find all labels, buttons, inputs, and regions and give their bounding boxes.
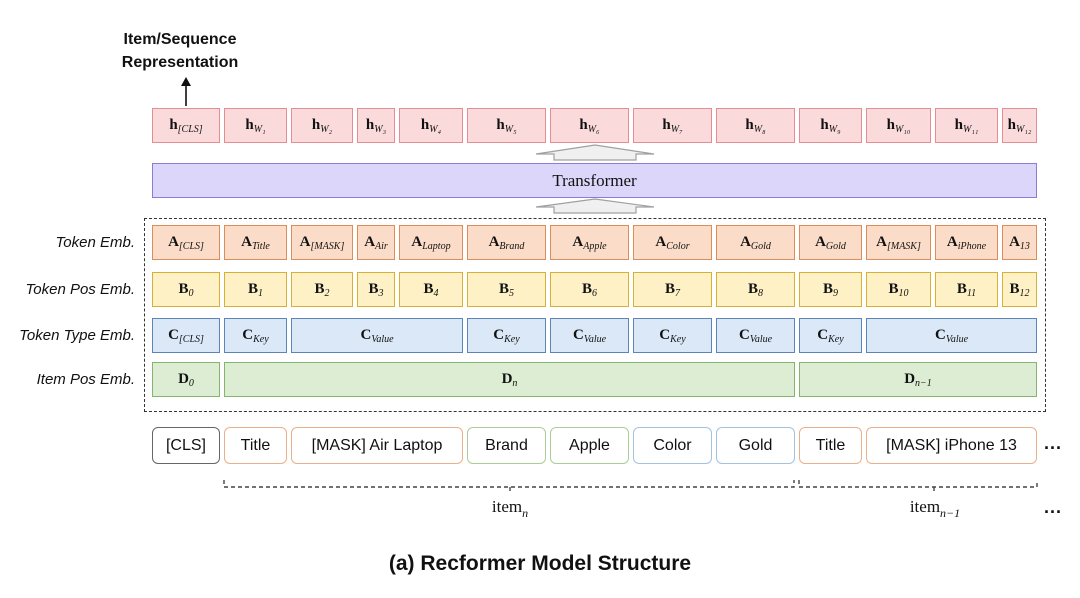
output-label-line-2: Representation xyxy=(121,54,239,71)
input-token: [CLS] xyxy=(152,427,220,464)
c-cell: C[CLS] xyxy=(152,318,220,353)
item-label-n-minus-1-base: item xyxy=(909,497,941,516)
row-label-token-type-emb: Token Type Emb. xyxy=(19,327,135,344)
input-token: Gold xyxy=(716,427,795,464)
item-label-n-minus-1-sub: n−1 xyxy=(940,506,961,520)
figure-caption: (a) Recformer Model Structure xyxy=(388,552,692,575)
up-arrow-transformer-to-h xyxy=(535,144,655,161)
input-token: Apple xyxy=(550,427,629,464)
input-token: [MASK] Air Laptop xyxy=(291,427,463,464)
embedding-frame xyxy=(144,218,1046,412)
token-ellipsis: ... xyxy=(1044,433,1063,453)
item-label-n-sub: n xyxy=(522,506,529,520)
input-token: Brand xyxy=(467,427,546,464)
input-token: Title xyxy=(799,427,862,464)
h-cell: h[CLS] xyxy=(152,108,220,143)
item-label-n: itemn xyxy=(470,497,550,520)
item-label-n-base: item xyxy=(491,497,523,516)
item-label-n-minus-1: itemn−1 xyxy=(890,497,980,520)
row-label-item-pos-emb: Item Pos Emb. xyxy=(36,371,135,388)
input-token: [MASK] iPhone 13 xyxy=(866,427,1037,464)
item-n-bracket xyxy=(223,480,795,493)
a-cell: A[CLS] xyxy=(152,225,220,260)
a-cell: A[MASK] xyxy=(291,225,353,260)
a-cell: A[MASK] xyxy=(866,225,931,260)
transformer-block: Transformer xyxy=(152,163,1037,198)
row-label-token-pos-emb: Token Pos Emb. xyxy=(25,281,135,298)
input-token: Color xyxy=(633,427,712,464)
transformer-label: Transformer xyxy=(552,170,637,190)
input-token: Title xyxy=(224,427,287,464)
item-ellipsis: ... xyxy=(1044,497,1063,517)
item-n-minus-1-bracket xyxy=(798,480,1038,493)
up-arrow-emb-to-transformer xyxy=(535,198,655,214)
output-label: Item/Sequence Representation xyxy=(110,28,250,74)
output-label-line-1: Item/Sequence xyxy=(123,31,237,48)
row-label-token-emb: Token Emb. xyxy=(55,234,136,251)
